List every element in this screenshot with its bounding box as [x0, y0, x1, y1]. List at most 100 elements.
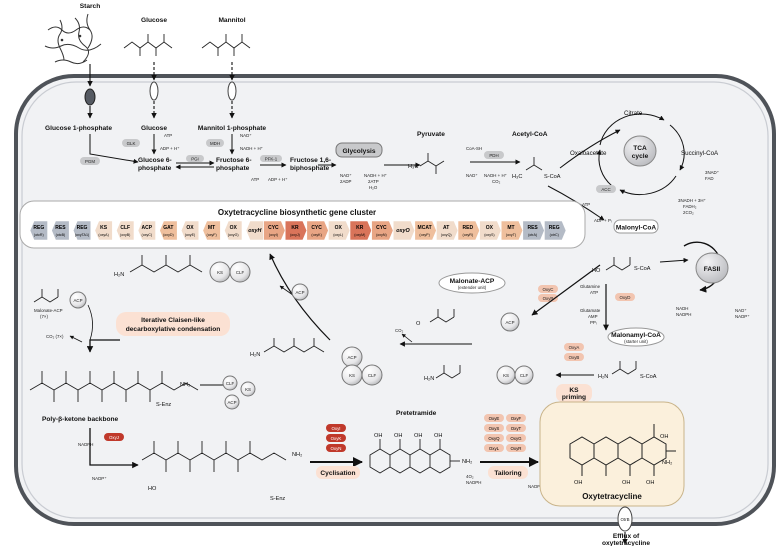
succinyl-coa: Succinyl-CoA	[681, 150, 719, 157]
malonate-acp-structure	[429, 309, 455, 323]
pdh-label: PDH	[489, 153, 498, 158]
tailoring-enzyme-label: OxyF	[511, 416, 522, 421]
gene-function-label: RED	[463, 225, 474, 231]
malonyl-coa: Malonyl-CoA	[616, 225, 657, 232]
oxytetracycline-product-box	[539, 401, 685, 507]
acc-label: ACC	[601, 187, 610, 192]
gene-name-label: (oxyTA1)	[75, 233, 89, 237]
gene-arrow	[180, 220, 200, 241]
fasii-label: FASII	[704, 266, 721, 273]
fas-nadh: NADH	[676, 306, 688, 311]
pyruvate-h3c: H₃C	[408, 164, 418, 170]
pdh-enzyme	[484, 151, 504, 159]
oxyb-enzyme	[564, 353, 584, 361]
growing-chain-structure	[263, 338, 325, 353]
pgm-enzyme	[80, 157, 100, 165]
amid-glutamate: Glutamate	[580, 308, 601, 313]
starch-transporter-icon	[84, 88, 96, 106]
gene-function-label: MT	[507, 225, 514, 231]
amid-amp: AMP	[588, 314, 598, 319]
amid-atp: ATP	[590, 290, 598, 295]
iterative-label-2: decarboxylative condensation	[126, 326, 221, 333]
starch-label: Starch	[80, 3, 101, 10]
reduced-nh2: NH₂	[292, 452, 302, 458]
pdh-nad: NAD⁺	[466, 173, 478, 178]
gene-name-label: (oxyE)	[185, 233, 195, 237]
pyruvate-structure	[419, 153, 445, 174]
mdh-nadh: NADH + H⁺	[240, 146, 263, 151]
pgi-label: PGI	[191, 157, 199, 162]
gene-arrow	[94, 220, 113, 241]
diketide-clf: CLF	[236, 270, 245, 275]
priming-ks: KS	[503, 373, 509, 378]
fas-nadp: NADP⁺	[735, 314, 750, 319]
oxyi-enzyme	[326, 424, 346, 432]
gene-arrow	[392, 220, 416, 241]
gene-name-label: (oxyB)	[120, 233, 130, 237]
iterative-label-1: Iterative Claisen-like	[141, 317, 205, 324]
pretetramide: Pretetramide	[396, 410, 437, 417]
gene-name-label: (oxyS)	[484, 233, 494, 237]
tailoring-enzyme-pill	[484, 444, 504, 452]
gene-name-label: (oxyN)	[376, 233, 387, 237]
otc-oh-4: OH	[660, 434, 668, 440]
malonate-acp-7x-structure	[33, 289, 59, 303]
released-clf-sphere	[222, 375, 238, 391]
fructose-16-bisphosphate-1: Fructose 1,6-	[290, 157, 331, 164]
oxytetracycline-structure	[569, 424, 676, 476]
malonyl-coa-box	[613, 219, 659, 234]
gene-function-label: OX	[230, 225, 238, 231]
malonate-acp-ball: ACP	[505, 320, 514, 325]
pgm-label: PGM	[85, 159, 95, 164]
gene-function-label: oxyH	[248, 228, 261, 234]
pretetramide-oh-1: OH	[374, 433, 382, 439]
starter-unit: (starter unit)	[624, 339, 648, 344]
pdh-co2: CO₂	[492, 179, 501, 184]
gene-name-label: (oxyI)	[269, 233, 278, 237]
malonate-acp-7x-1: Malonate-ACP	[34, 308, 63, 313]
gene-function-label: CYC	[311, 225, 322, 231]
fas-nad: NAD⁺	[735, 308, 747, 313]
acp-7x-sphere	[69, 291, 87, 309]
gene-arrow	[522, 220, 545, 241]
priming-clf: CLF	[520, 373, 529, 378]
gene-name-label: (oxyC)	[142, 233, 153, 237]
complex-acp: ACP	[347, 355, 356, 360]
pretetramide-oh-4: OH	[434, 433, 442, 439]
glyc-h2o: H₂O	[369, 185, 378, 190]
malonate-o: O	[416, 321, 421, 327]
tca-nadh: 3NADH + 3H⁺	[678, 198, 706, 203]
acc-atp: ATP	[582, 202, 590, 207]
extender-unit: (extender unit)	[458, 285, 487, 290]
oxyp-label: OxyP	[543, 296, 554, 301]
pretetramide-oh-2: OH	[394, 433, 402, 439]
oxyb-label: OxyB	[569, 355, 580, 360]
pdh-nadh: NADH + H⁺	[484, 173, 507, 178]
fasii-icon	[695, 252, 729, 284]
gene-function-label: REG	[77, 225, 88, 231]
tailoring-process	[488, 466, 528, 479]
gene-arrow	[371, 220, 394, 241]
acc-adp: ADP + Pᵢ	[594, 218, 612, 223]
gene-function-label: RES	[55, 225, 66, 231]
starter-h2n: H₂N	[424, 376, 434, 382]
acetyl-coa-structure	[525, 157, 543, 171]
cyclisation-process	[316, 466, 360, 479]
tca-nad: 3NAD⁺	[705, 170, 719, 175]
gene-function-label: OX	[335, 225, 343, 231]
starter-ks-structure	[435, 365, 461, 379]
otc-oh-1: OH	[574, 480, 582, 486]
malonyl-scoa: S-CoA	[634, 266, 651, 272]
oxyj-nadph: NADPH	[78, 442, 93, 447]
gene-cluster-title: Oxytetracycline biosynthetic gene cluste…	[218, 208, 376, 217]
oxyj-label: OxyJ	[109, 435, 119, 440]
mannitol-transporter-icon	[227, 81, 237, 101]
tca-label-2: cycle	[632, 153, 649, 160]
glycolysis-label: Glycolysis	[343, 148, 376, 155]
oxyk-enzyme	[326, 434, 346, 442]
oxytetracycline: Oxytetracycline	[582, 492, 642, 501]
gene-name-label: (oxyF)	[207, 233, 217, 237]
released-acp-sphere	[291, 283, 309, 301]
gene-name-label: (oxyA)	[98, 233, 108, 237]
